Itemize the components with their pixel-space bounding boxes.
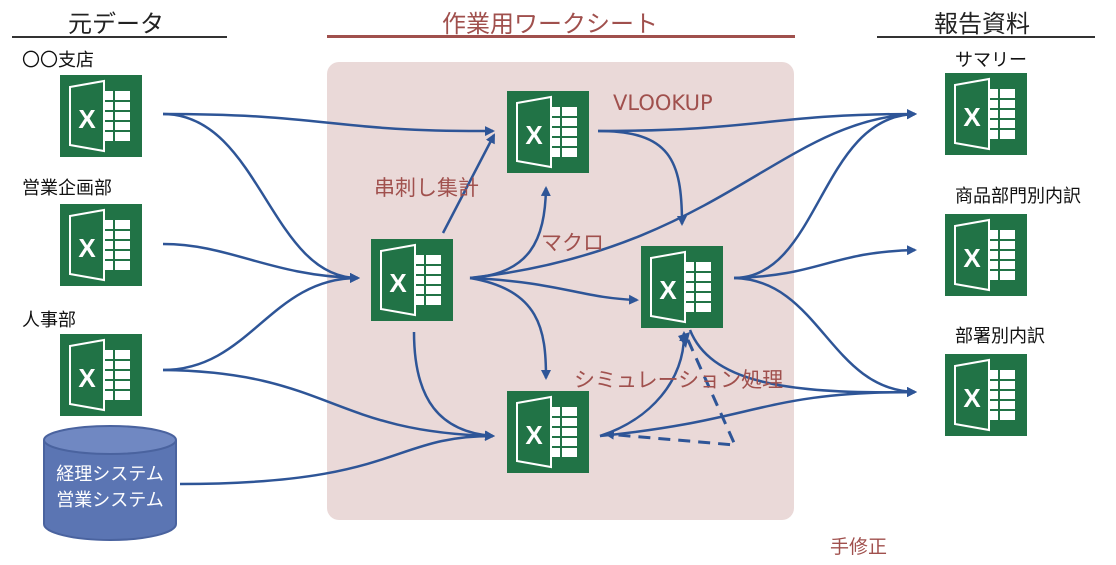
excel-icon: X [60, 75, 142, 157]
source-label-branch: 〇〇支店 [22, 50, 94, 71]
svg-text:X: X [963, 102, 981, 132]
report-label-by-department: 部署別内訳 [955, 326, 1045, 347]
source-label-hr: 人事部 [22, 310, 76, 331]
svg-text:X: X [963, 383, 981, 413]
worksheet-column-rule [327, 35, 795, 38]
excel-icon: X [945, 73, 1027, 155]
database-cylinder-icon [43, 425, 177, 541]
database-label-sales-system: 営業システム [56, 490, 164, 511]
report-column-title: 報告資料 [934, 10, 1030, 38]
arrow-right-to-product [733, 245, 917, 280]
arrow-central-to-top-curve [469, 186, 551, 280]
svg-text:X: X [78, 363, 96, 393]
excel-icon: X [945, 214, 1027, 296]
arrow-right-to-department [733, 276, 917, 397]
arrow-central-to-bottom [469, 276, 551, 380]
operation-label-macro: マクロ [541, 231, 604, 255]
database-label-accounting-system: 経理システム [56, 464, 164, 485]
svg-text:X: X [963, 243, 981, 273]
arrow-manual-fix-loop [604, 339, 738, 447]
arrow-sales-to-central [162, 242, 360, 283]
svg-text:X: X [78, 104, 96, 134]
arrow-right-to-summary [733, 109, 917, 280]
operation-label-kushizashi: 串刺し集計 [374, 176, 479, 200]
arrow-top-to-right [597, 129, 687, 226]
arrow-central-down-to-bottom [412, 331, 495, 441]
operation-label-vlookup: VLOOKUP [613, 91, 713, 115]
excel-icon: X [945, 354, 1027, 436]
svg-text:X: X [525, 420, 543, 450]
arrow-central-to-top [441, 133, 496, 234]
report-label-by-product-division: 商品部門別内訳 [955, 186, 1081, 207]
arrow-top-to-summary [597, 109, 917, 133]
source-column-rule [12, 36, 227, 38]
arrow-branch-to-top [162, 112, 495, 137]
source-label-sales-planning: 営業企画部 [22, 178, 112, 199]
svg-text:X: X [525, 120, 543, 150]
svg-text:X: X [78, 233, 96, 263]
arrow-system-to-bottom [179, 431, 495, 486]
arrow-branch-to-central [162, 112, 360, 283]
source-column-title: 元データ [68, 10, 164, 38]
arrow-bottom-to-right [599, 331, 690, 438]
report-label-summary: サマリー [955, 50, 1027, 71]
worksheet-column-title: 作業用ワークシート [442, 10, 658, 38]
operation-label-simulation: シミュレーション処理 [574, 368, 784, 392]
arrow-hr-to-central [162, 273, 360, 372]
excel-icon: X [507, 391, 589, 473]
excel-icon: X [641, 246, 723, 328]
operation-label-manual-fix: 手修正 [830, 536, 888, 558]
arrow-central-to-right [469, 276, 639, 305]
excel-icon: X [60, 204, 142, 286]
arrow-manual-fix-start-head [678, 332, 690, 348]
arrow-central-to-summary [469, 109, 917, 280]
svg-text:X: X [659, 275, 677, 305]
database-label: 経理システム 営業システム [42, 462, 178, 514]
svg-text:X: X [389, 268, 407, 298]
arrow-bottom-to-department [599, 387, 917, 438]
excel-icon: X [507, 91, 589, 173]
report-column-rule [877, 36, 1095, 38]
excel-icon: X [60, 334, 142, 416]
arrow-hr-to-bottom [162, 368, 495, 441]
excel-icon: X [371, 239, 453, 321]
